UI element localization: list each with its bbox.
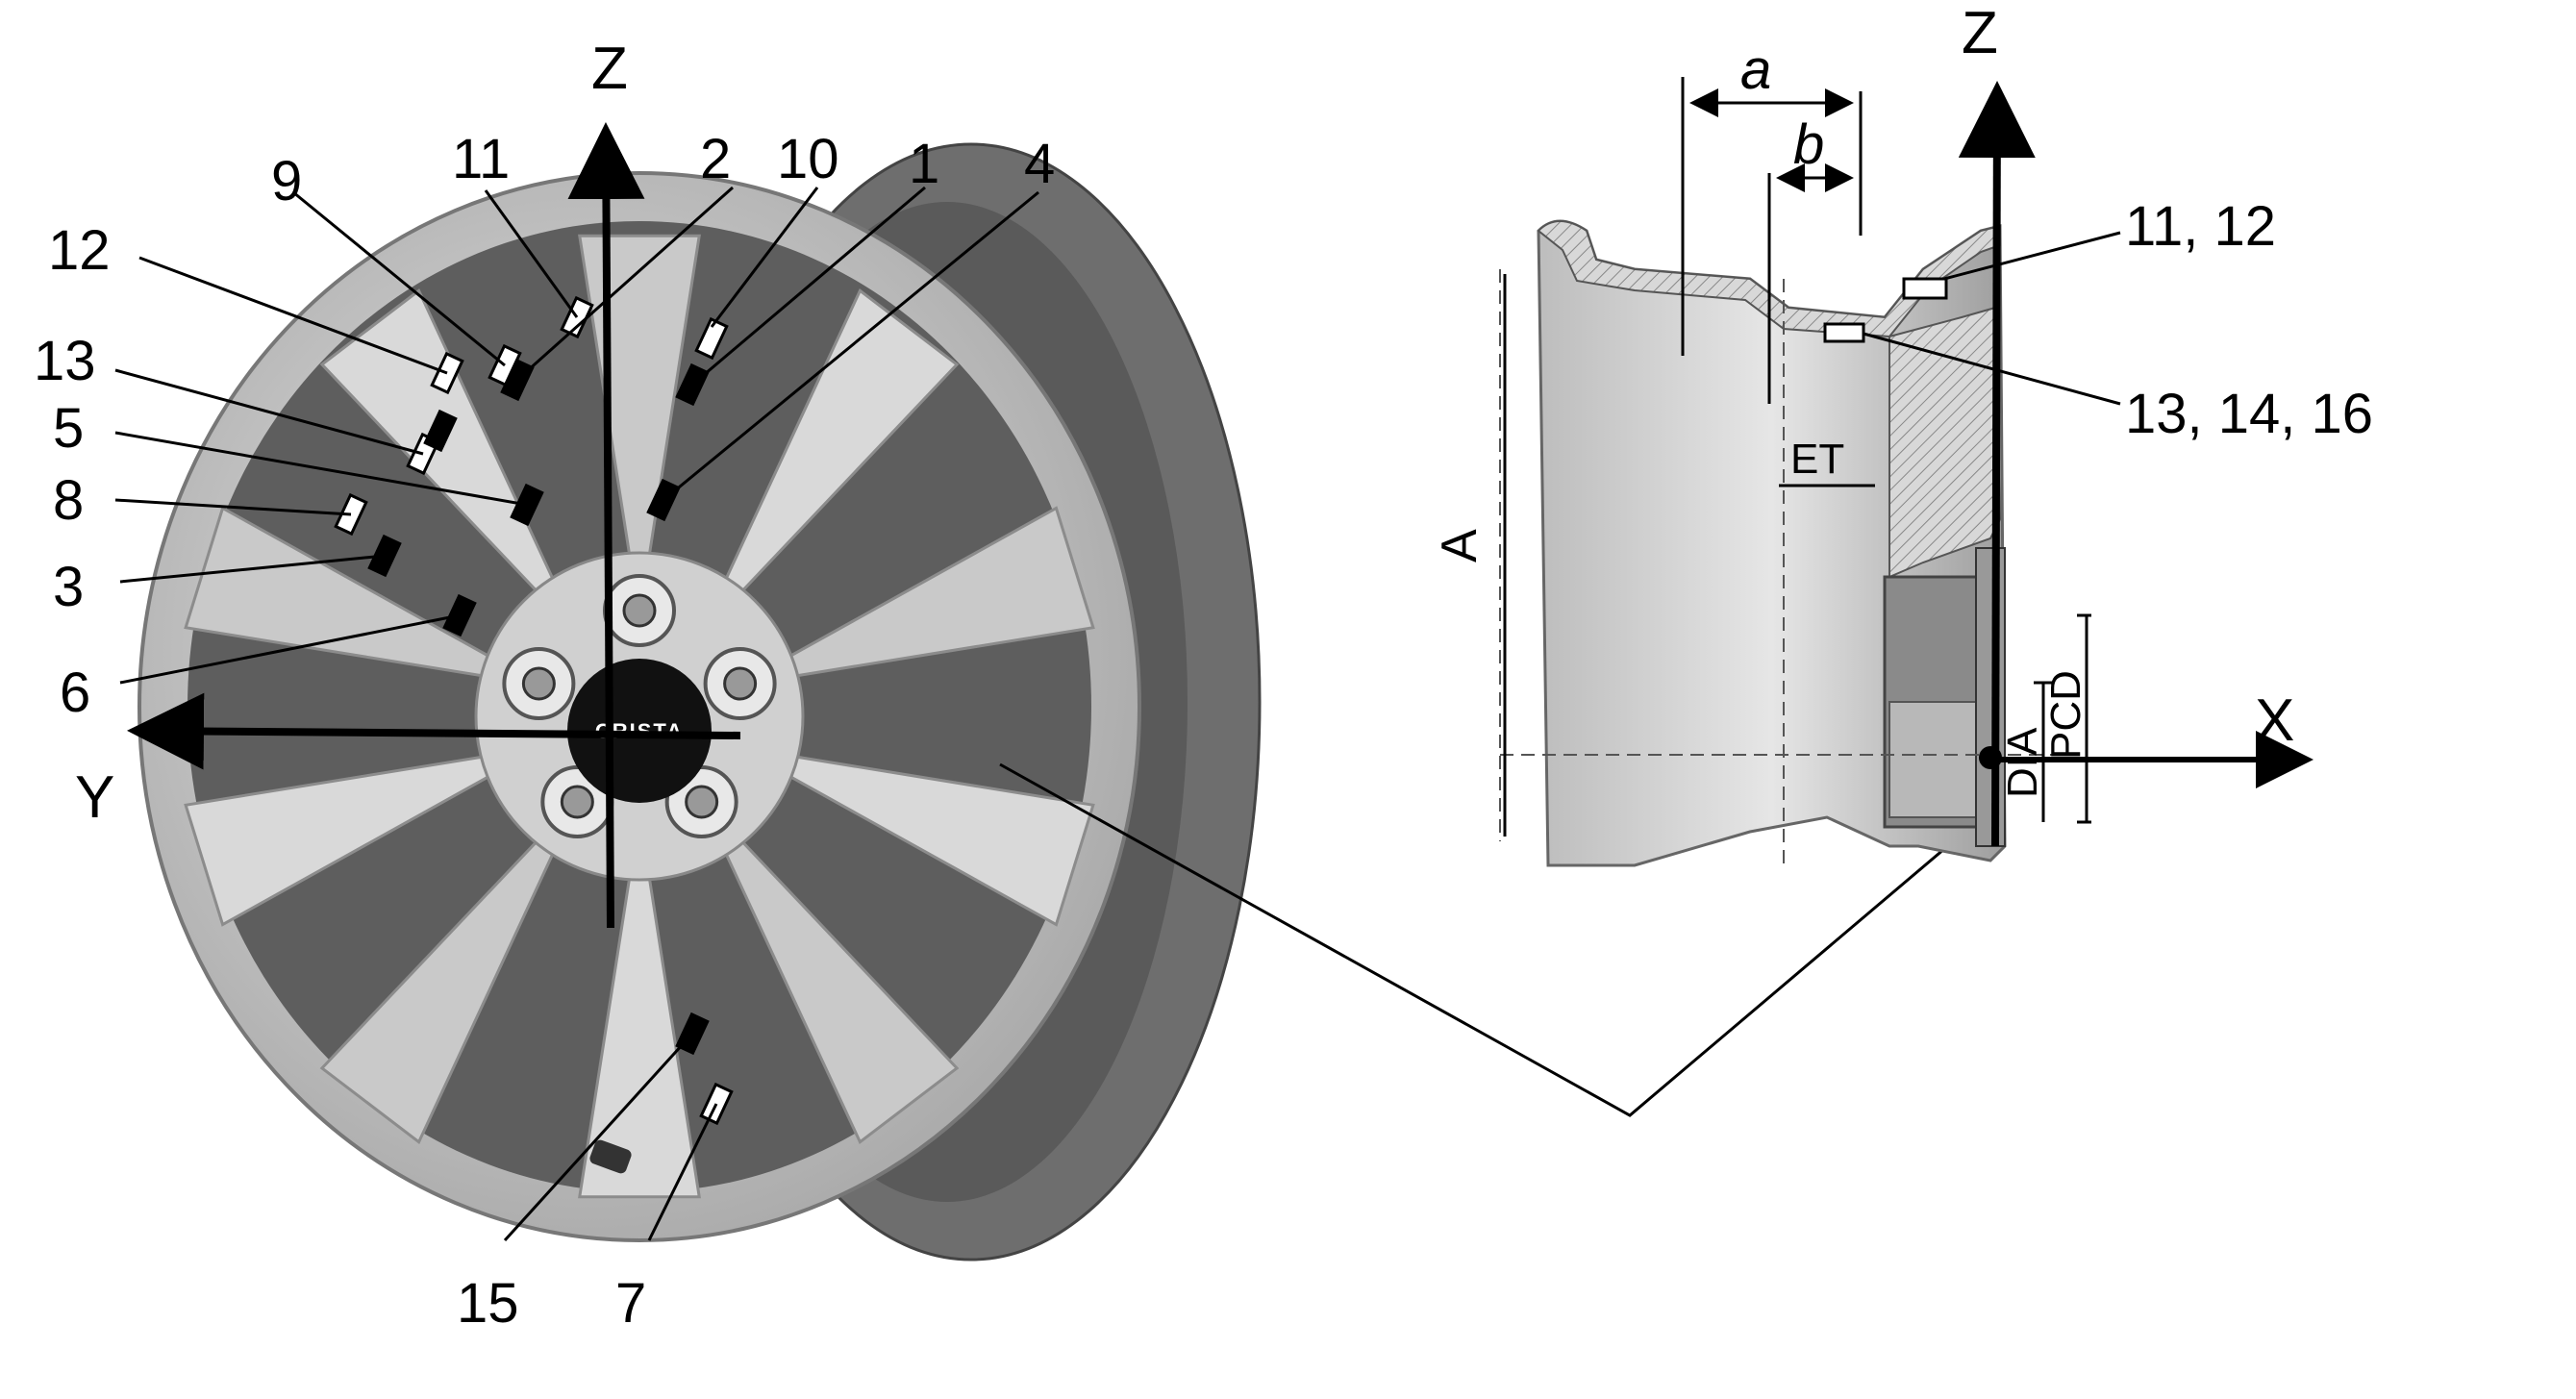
disc-section — [1888, 306, 2002, 579]
leader-13-14-16 — [1863, 332, 2121, 406]
connector-line — [999, 762, 1977, 1117]
lug-nut-center — [560, 785, 594, 819]
reference-lines — [1499, 269, 2077, 865]
axis-z-left — [567, 122, 645, 929]
lug-nut-center — [685, 785, 719, 819]
callout-12: 12 — [48, 219, 111, 282]
hub-bore — [1888, 701, 1982, 818]
leader-lines-left — [114, 186, 1039, 1242]
callout-11: 11 — [452, 128, 510, 190]
axis-z-right — [1958, 81, 2036, 847]
dim-dia: DIA — [1999, 727, 2046, 798]
callout-1: 1 — [909, 133, 939, 195]
valve-stem — [589, 1139, 632, 1174]
callout-15: 15 — [457, 1272, 519, 1335]
callout-5: 5 — [53, 397, 84, 460]
callout-7: 7 — [615, 1272, 646, 1335]
callout-13: 13 — [34, 330, 96, 392]
axis-label-y-left: Y — [75, 764, 114, 831]
dim-A: A — [1432, 529, 1488, 562]
wheel-section-view: Z X a b ET A PCD DIA 11, 12 13, 14, 16 — [1432, 0, 2373, 867]
hub-face — [1975, 547, 2006, 847]
axis-y-left — [127, 692, 741, 770]
callout-13-14-16: 13, 14, 16 — [2125, 383, 2373, 445]
label-marker — [694, 316, 729, 361]
axis-label-z-left: Z — [591, 36, 628, 102]
dimension-lines — [1503, 77, 2091, 837]
callout-6: 6 — [60, 662, 90, 724]
callout-11-12: 11, 12 — [2125, 195, 2276, 258]
callout-3: 3 — [53, 556, 84, 618]
callout-8: 8 — [53, 469, 84, 532]
dim-b: b — [1793, 113, 1824, 176]
dim-a: a — [1740, 38, 1771, 101]
dim-et: ET — [1790, 436, 1844, 483]
marker-11-12-section — [1902, 277, 1948, 300]
dim-pcd: PCD — [2042, 670, 2089, 760]
label-marker — [423, 409, 458, 453]
callout-2: 2 — [700, 128, 731, 190]
lug-nut-center — [521, 666, 556, 701]
lug-nuts — [502, 574, 777, 838]
origin-point — [1979, 746, 2002, 769]
lug-nut-center — [723, 666, 758, 701]
leader-11-12 — [1943, 231, 2121, 281]
lug-nut-center — [622, 593, 657, 628]
center-cap — [567, 659, 712, 803]
marker-13-section — [1823, 322, 1865, 343]
callout-9: 9 — [271, 150, 302, 212]
wheel-front-view: CRISTA Z Y 12 13 5 — [34, 36, 1977, 1335]
axis-label-z-right: Z — [1962, 0, 1998, 66]
callout-4: 4 — [1024, 133, 1055, 195]
axis-label-x-right: X — [2255, 687, 2294, 754]
callout-10: 10 — [777, 128, 839, 190]
